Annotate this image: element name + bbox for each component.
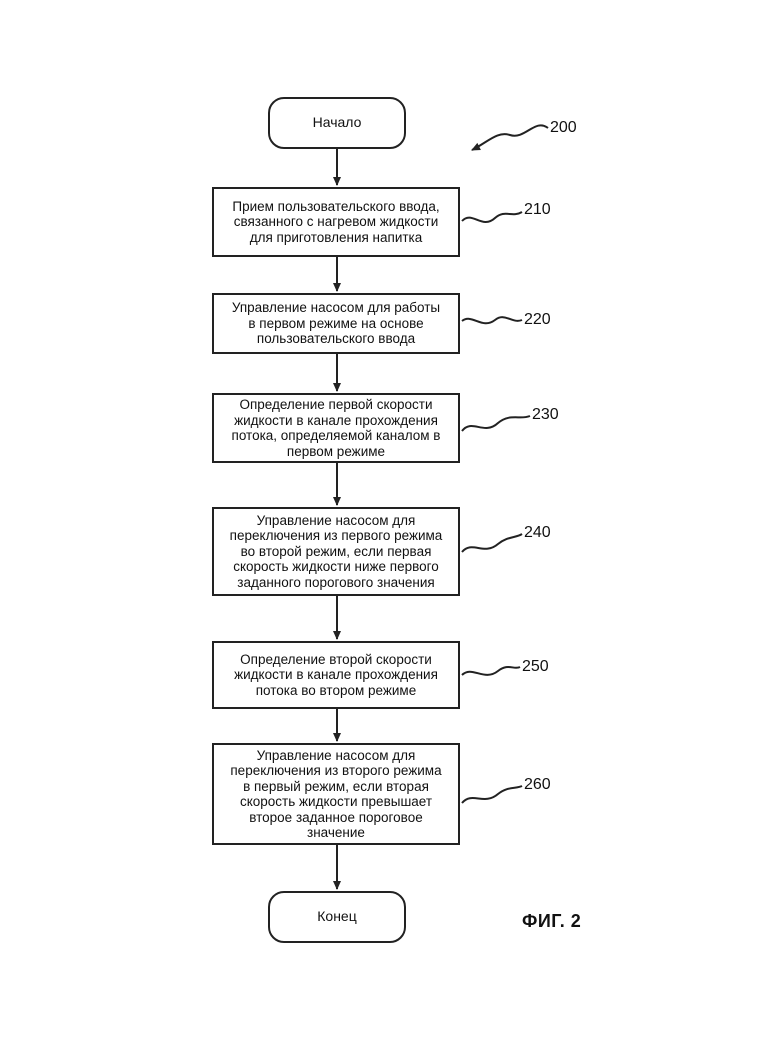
leader-210 — [462, 212, 522, 222]
step-220-box: Управление насосом для работы в первом р… — [212, 293, 460, 354]
step-230-text: Определение первой скорости жидкости в к… — [232, 397, 441, 459]
leader-240 — [462, 534, 522, 552]
step-210-box: Прием пользовательского ввода, связанног… — [212, 187, 460, 257]
step-230-box: Определение первой скорости жидкости в к… — [212, 393, 460, 463]
start-label: Начало — [313, 115, 362, 131]
leader-250 — [462, 667, 520, 675]
step-260-text: Управление насосом для переключения из в… — [230, 748, 441, 841]
start-terminal: Начало — [268, 97, 406, 149]
ref-260: 260 — [524, 776, 551, 794]
step-250-text: Определение второй скорости жидкости в к… — [234, 652, 438, 699]
figure-label: ФИГ. 2 — [522, 911, 581, 932]
leader-260 — [462, 786, 522, 803]
step-260-box: Управление насосом для переключения из в… — [212, 743, 460, 845]
end-terminal: Конец — [268, 891, 406, 943]
step-210-text: Прием пользовательского ввода, связанног… — [232, 199, 439, 246]
ref-230: 230 — [532, 406, 559, 424]
leader-200 — [472, 125, 548, 150]
step-220-text: Управление насосом для работы в первом р… — [232, 300, 440, 347]
leader-230 — [462, 416, 530, 431]
leader-220 — [462, 317, 522, 323]
step-240-box: Управление насосом для переключения из п… — [212, 507, 460, 596]
ref-210: 210 — [524, 201, 551, 219]
ref-240: 240 — [524, 524, 551, 542]
step-240-text: Управление насосом для переключения из п… — [230, 513, 443, 591]
ref-220: 220 — [524, 311, 551, 329]
end-label: Конец — [317, 909, 356, 925]
step-250-box: Определение второй скорости жидкости в к… — [212, 641, 460, 709]
ref-250: 250 — [522, 658, 549, 676]
ref-200: 200 — [550, 119, 577, 137]
